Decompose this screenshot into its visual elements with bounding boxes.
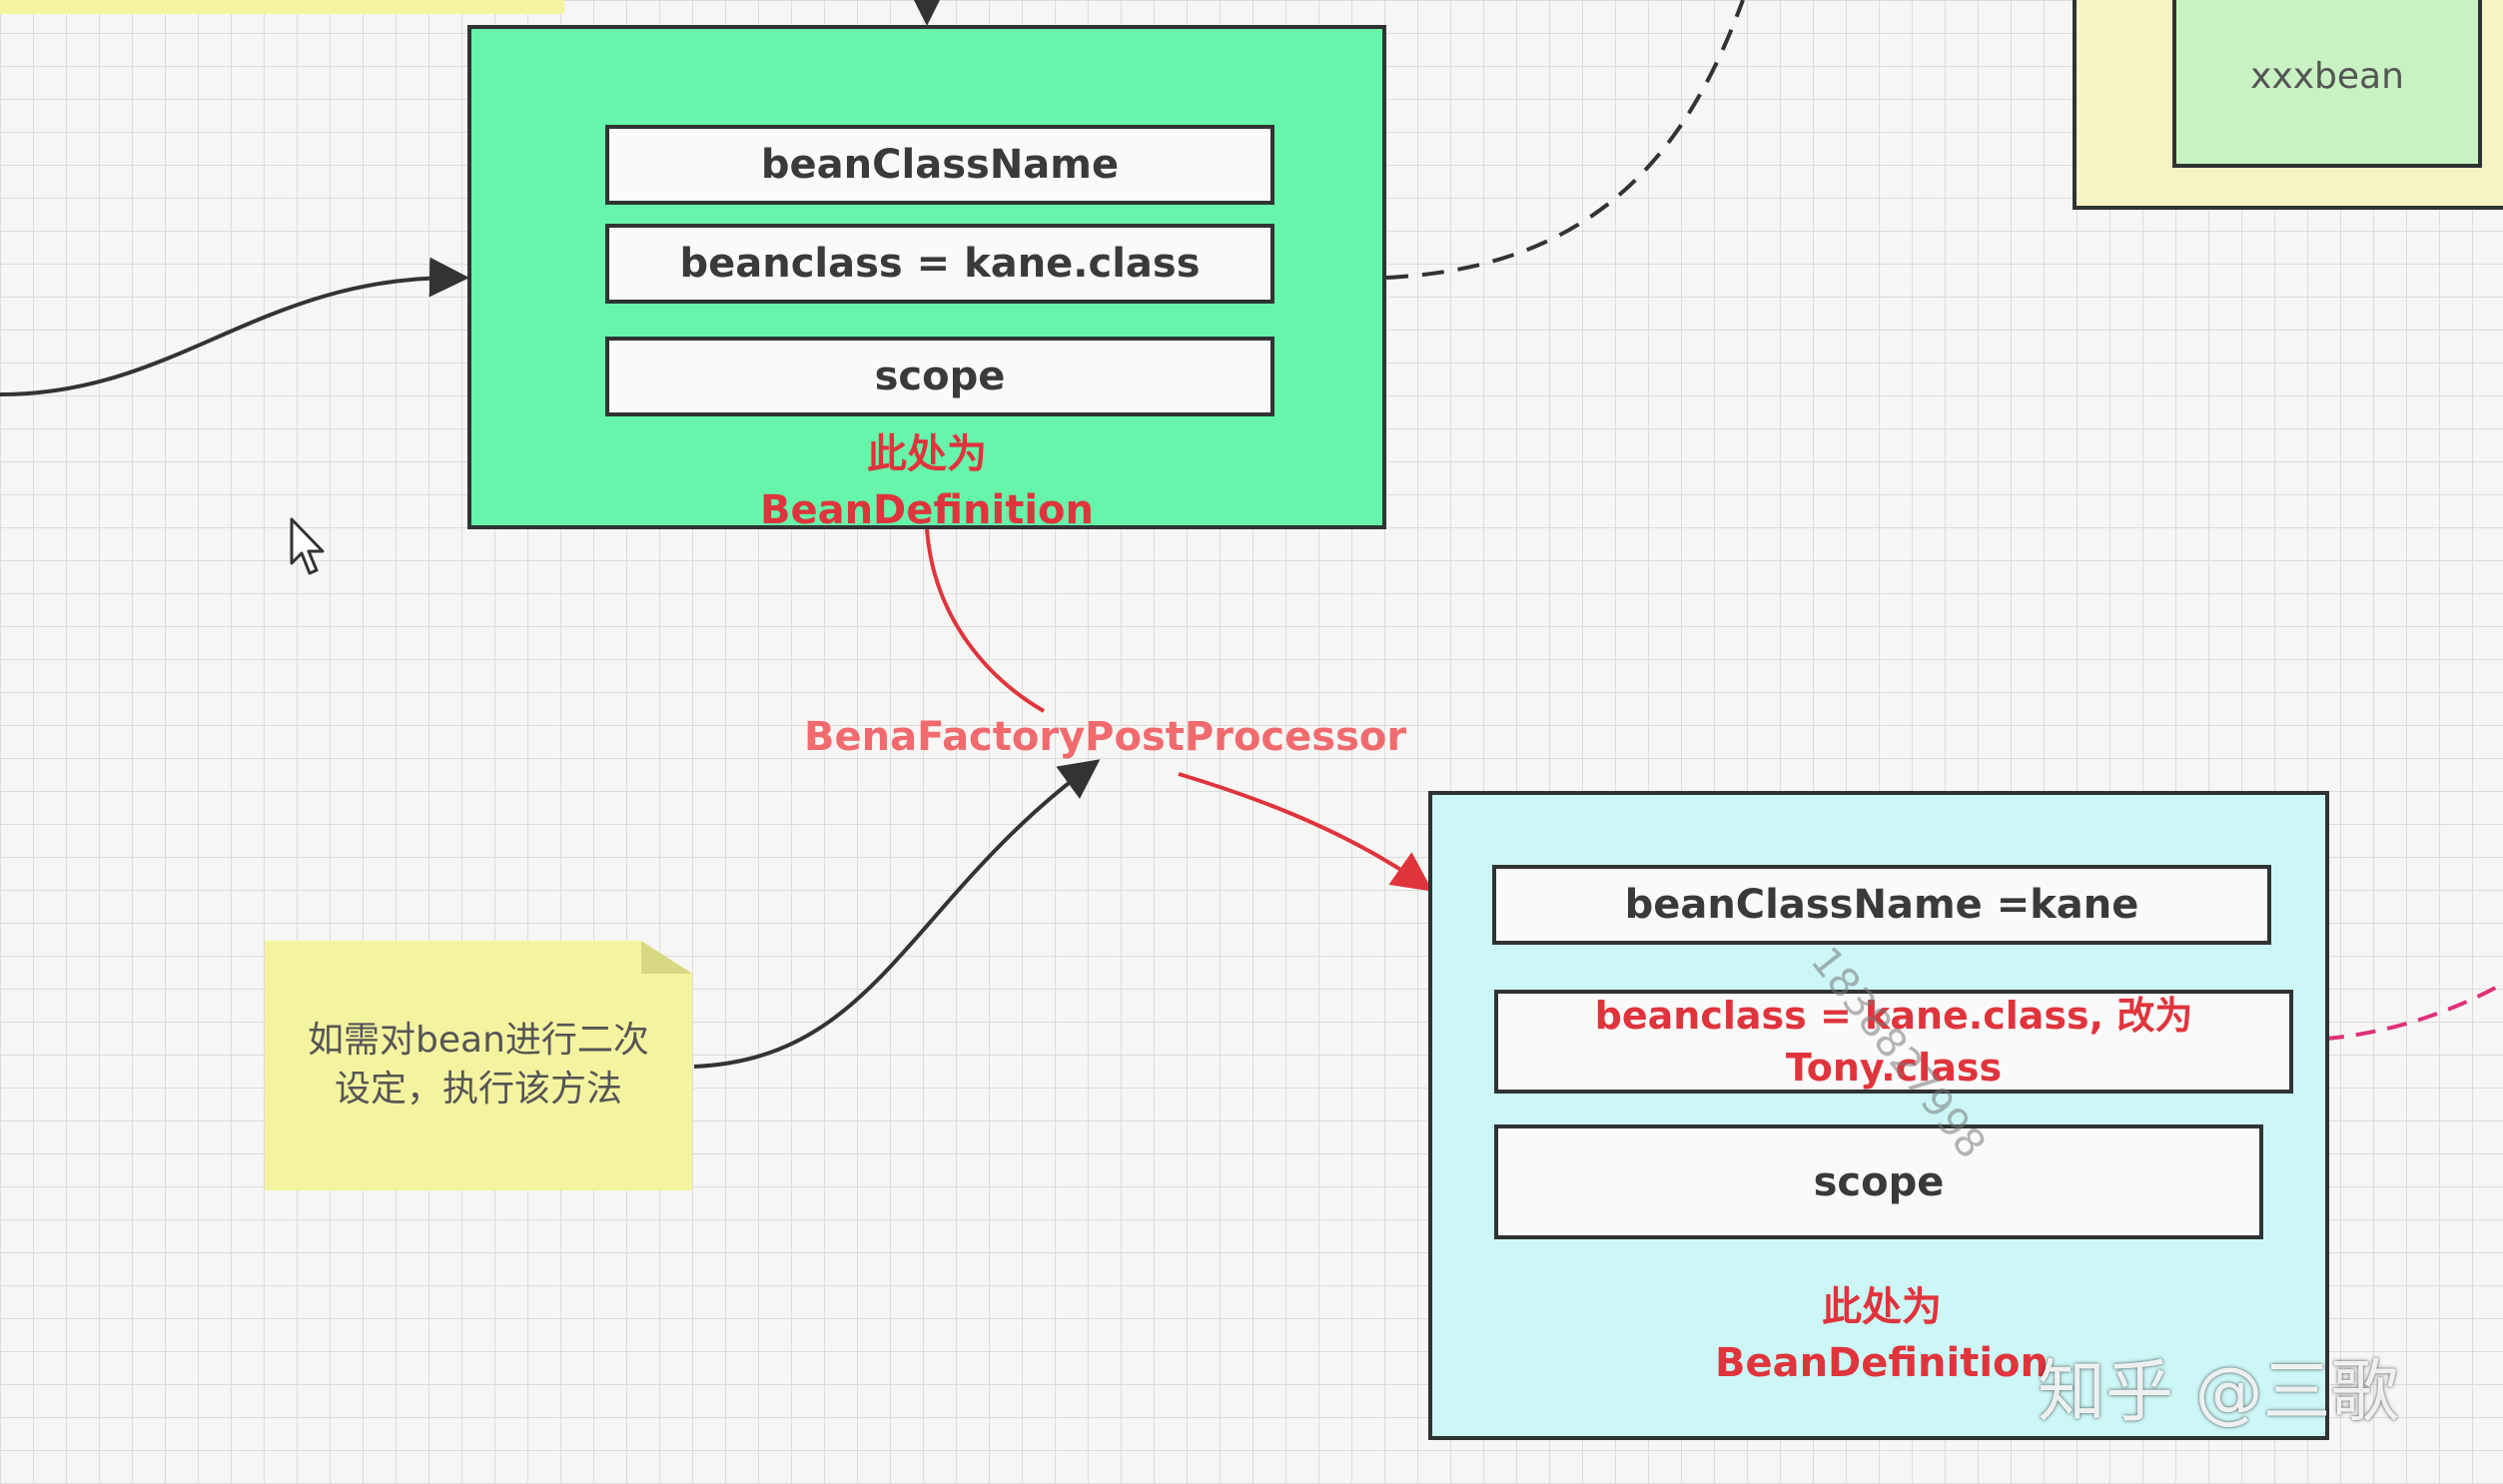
- note-line-1: 如需对bean进行二次: [308, 1020, 649, 1062]
- red-arrow-to-cyan: [1178, 772, 1433, 892]
- caption-line-2: BeanDefinition: [759, 487, 1095, 533]
- modified-caption-line-1: 此处为: [1822, 1284, 1942, 1330]
- watermark: 知乎 @三歌: [2038, 1353, 2399, 1432]
- note-line-2: 设定，执行该方法: [334, 1069, 622, 1110]
- bean-definition-box-modified: beanClassName =kane beanclass = kane.cla…: [1428, 791, 2329, 1440]
- sticky-note: 如需对bean进行二次 设定，执行该方法: [265, 941, 692, 1190]
- modified-scope-field: scope: [1494, 1124, 2263, 1239]
- scope-text: scope: [874, 354, 1006, 399]
- dashed-output-curve: [1385, 0, 1745, 280]
- bean-class-name-text: beanClassName: [760, 142, 1120, 188]
- scope-field: scope: [605, 337, 1274, 416]
- modified-scope-text: scope: [1813, 1158, 1945, 1205]
- bean-class-name-field: beanClassName: [605, 125, 1274, 205]
- xxxbean-box: xxxbean: [2172, 0, 2482, 168]
- modified-caption-line-2: BeanDefinition: [1714, 1340, 2050, 1386]
- modified-bean-class-line-2: Tony.class: [1785, 1046, 2003, 1090]
- modified-bean-definition-caption: 此处为 BeanDefinition: [1632, 1279, 2131, 1391]
- bean-class-text: beanclass = kane.class: [679, 241, 1201, 287]
- mouse-cursor-icon: [290, 517, 325, 575]
- modified-bean-class-name-field: beanClassName =kane: [1492, 865, 2271, 945]
- note-to-processor-arrow: [693, 759, 1101, 1069]
- caption-line-1: 此处为: [867, 431, 987, 477]
- top-left-yellow-strip: [0, 0, 564, 14]
- bean-definition-box-original: beanClassName beanclass = kane.class sco…: [467, 25, 1386, 533]
- modified-bean-class-name-text: beanClassName =kane: [1624, 882, 2139, 928]
- bean-definition-caption: 此处为 BeanDefinition: [471, 426, 1382, 538]
- processor-label: BenaFactoryPostProcessor: [804, 714, 1407, 760]
- red-curve-down: [925, 528, 1046, 713]
- left-input-arrow: [0, 257, 469, 396]
- bean-class-field: beanclass = kane.class: [605, 224, 1274, 304]
- modified-bean-class-line-1: beanclass = kane.class, 改为: [1594, 994, 2193, 1038]
- xxxbean-label: xxxbean: [2250, 55, 2404, 97]
- modified-bean-class-field: beanclass = kane.class, 改为 Tony.class: [1494, 990, 2293, 1094]
